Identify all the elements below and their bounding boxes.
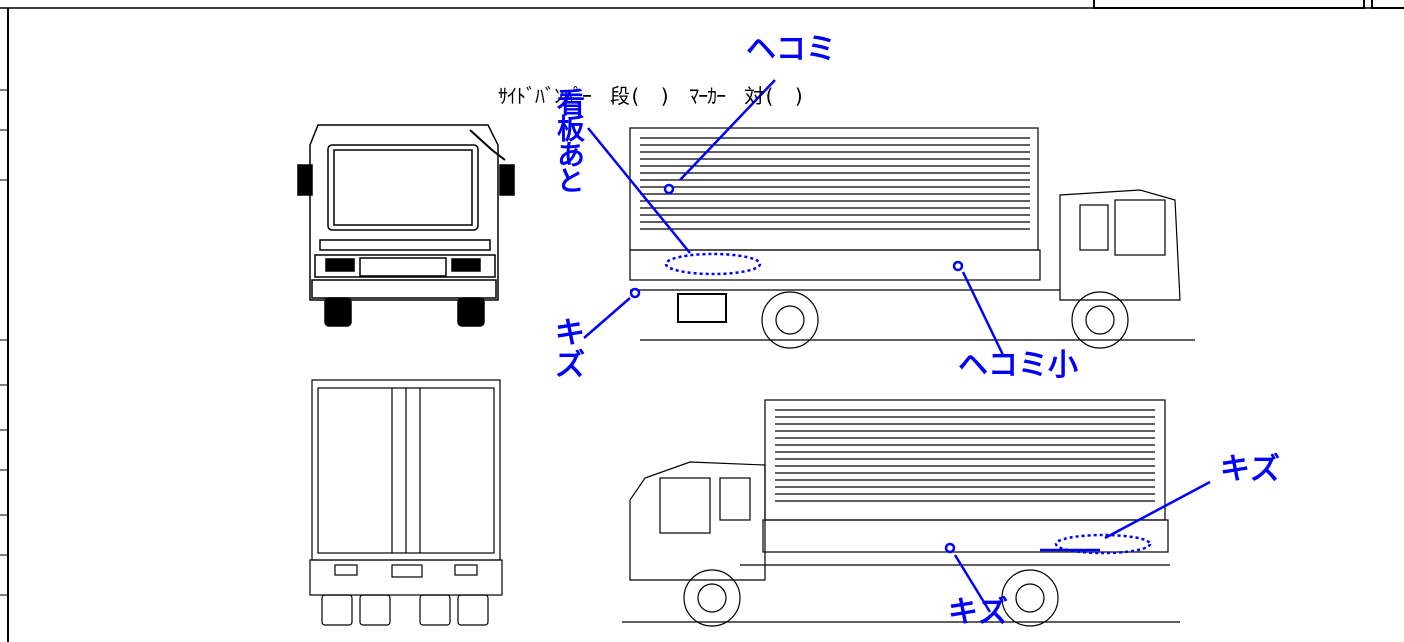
label-dent-top: ヘコミ	[746, 32, 836, 67]
label-scratch-left: キズ	[555, 316, 585, 383]
label-sign-mark: 看板あと	[553, 88, 586, 192]
truck-side-view-left	[629, 127, 1195, 349]
label-scratch-right: キズ	[1220, 452, 1280, 487]
truck-front-view	[297, 124, 515, 327]
label-dent-small: ヘコミ小	[958, 348, 1078, 383]
truck-rear-view	[309, 379, 503, 626]
side-bumper-marker-text: ｻｲﾄﾞﾊﾞﾝﾊﾟｰ 段( ) ﾏｰｶｰ 対( )	[498, 84, 805, 108]
truck-side-view-right	[622, 399, 1180, 627]
label-scratch-bottom: キズ	[948, 595, 1008, 630]
damage-markers	[583, 79, 1211, 613]
